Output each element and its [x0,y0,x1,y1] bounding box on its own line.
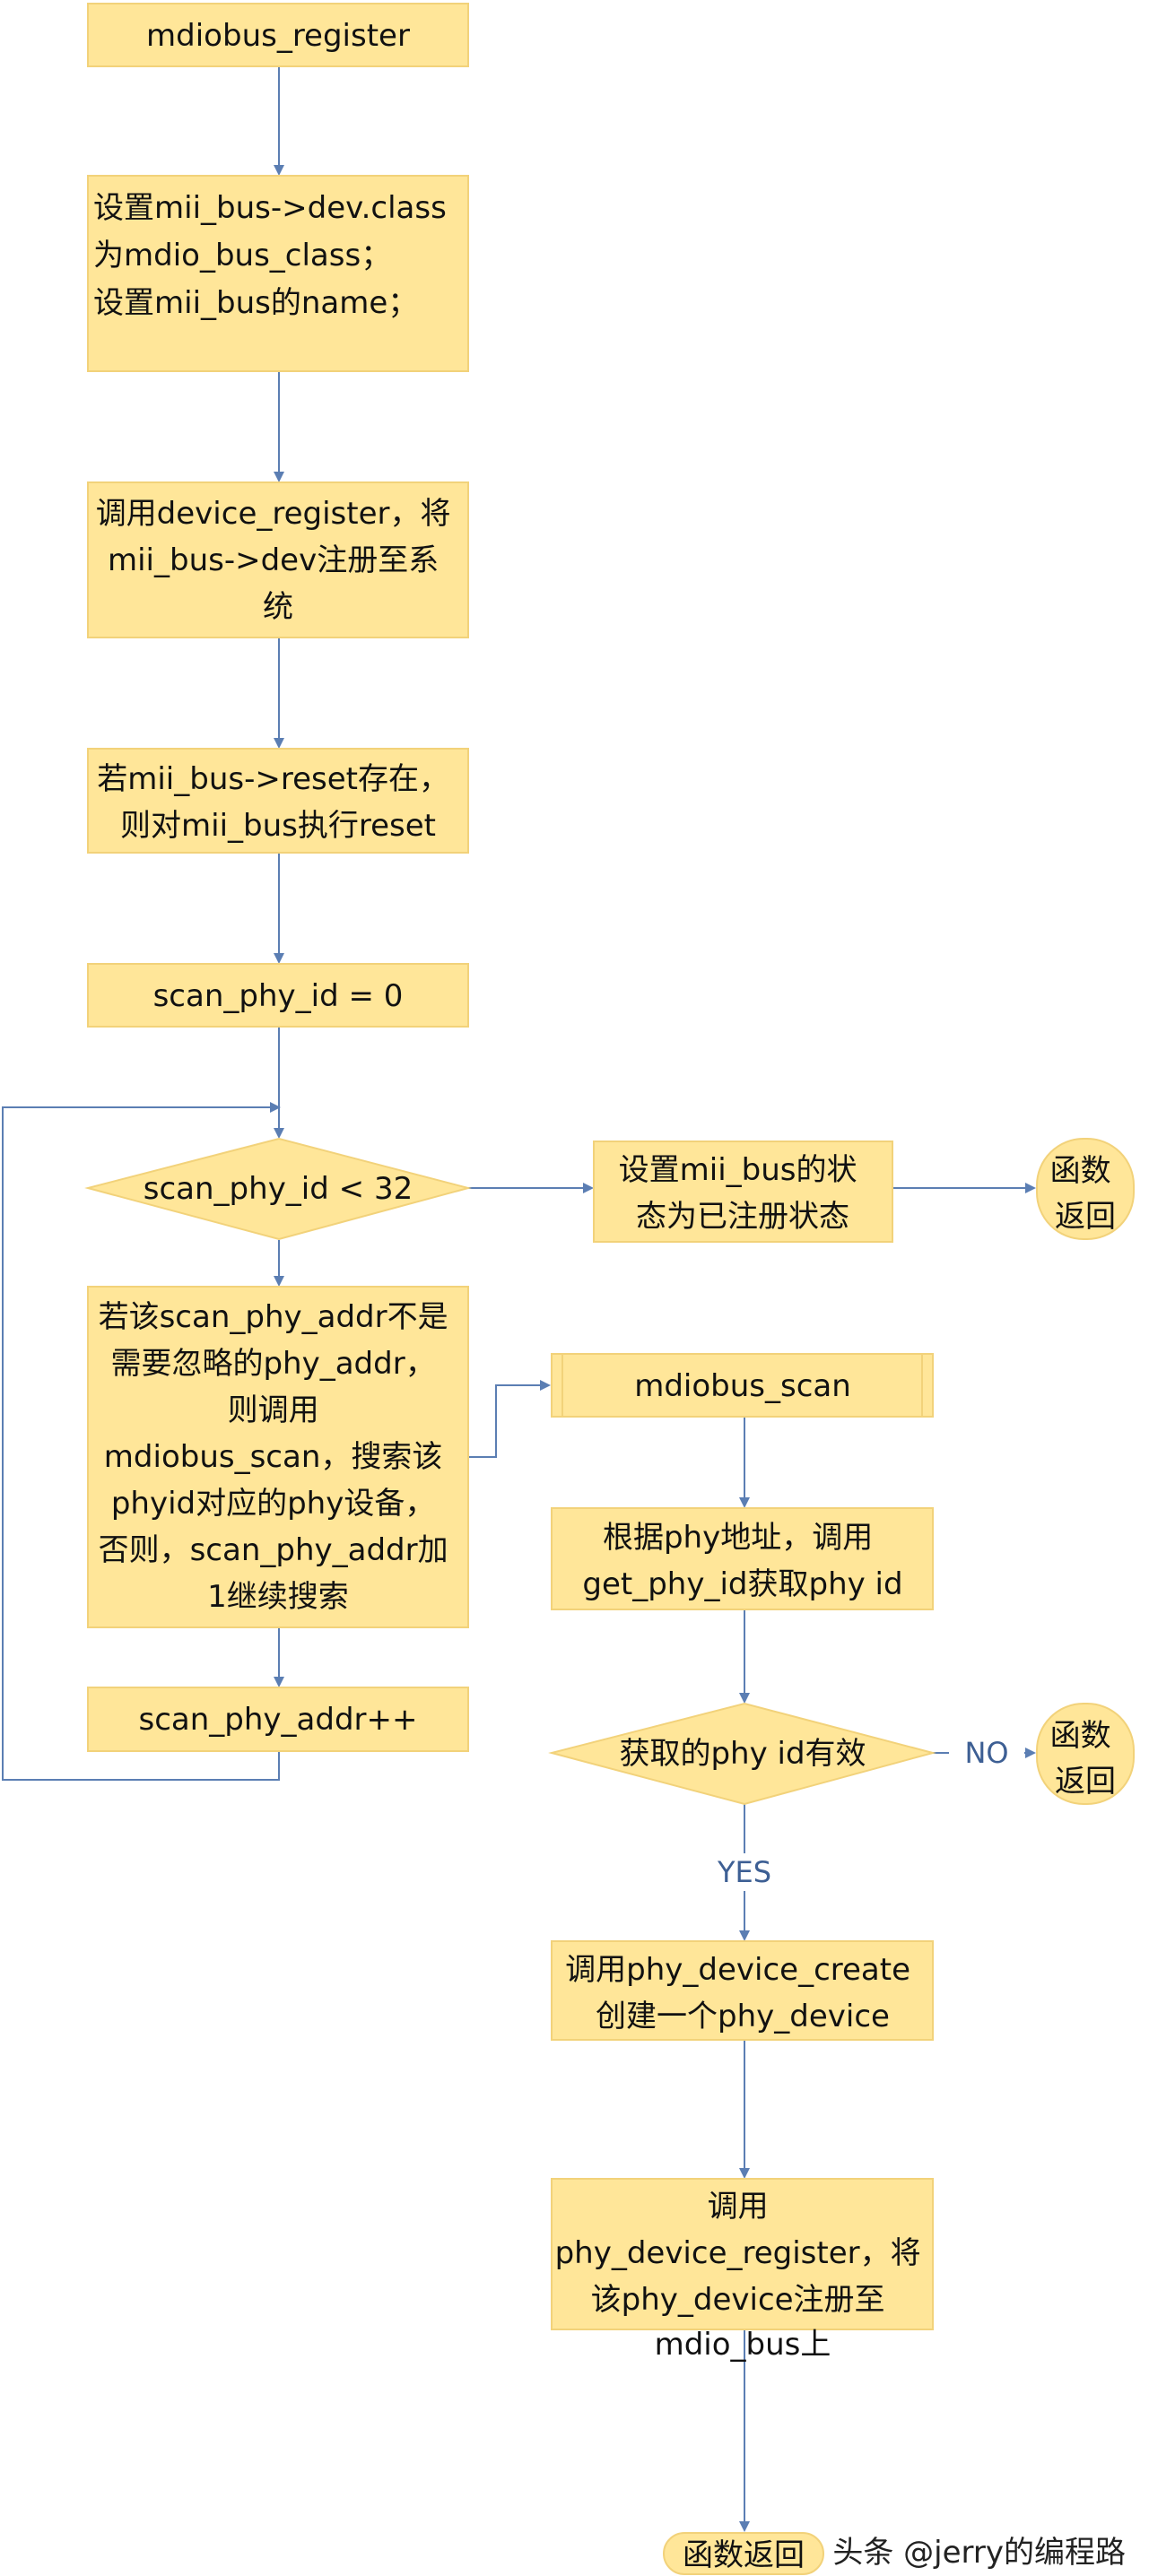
node-text-line: 该phy_device注册至 [591,2282,885,2318]
svg-text:获取的phy id有效: 获取的phy id有效 [619,1736,866,1772]
node-text-line: phy_device_register，将 [555,2235,921,2271]
svg-text:调用 phy_device_register，将: 调用 phy_device_register，将 该phy_device注册至 … [555,2189,931,2363]
node-text-line: mdiobus_register [146,18,410,54]
node-text-line: 返回 [1055,1199,1116,1235]
node-return-1: 函数 返回 [1036,1138,1135,1240]
node-text-line: 需要忽略的phy_addr， [110,1346,435,1382]
svg-text:设置mii_bus->dev.class 为md: 设置mii_bus->dev.class 为mdio_bus_class； 设置… [93,190,457,321]
node-mdiobus-scan: mdiobus_scan [551,1353,934,1418]
node-text-line: scan_phy_addr++ [139,1702,418,1738]
node-text-line: 调用device_register，将 [96,496,451,532]
svg-text:scan_phy_addr++: scan_phy_addr++ [139,1702,418,1738]
svg-text:scan_phy_id < 32: scan_phy_id < 32 [144,1171,413,1207]
node-mdiobus-register: mdiobus_register [87,3,469,67]
node-text-line: scan_phy_id = 0 [153,978,404,1014]
svg-text:函数 返回: 函数 返回 [1050,1718,1121,1800]
node-text-line: scan_phy_id < 32 [144,1171,413,1207]
node-init-scan-id: scan_phy_id = 0 [87,963,469,1028]
node-text-line: 态为已注册状态 [636,1199,849,1235]
edge-loop-back [2,1102,281,1781]
svg-text:NO: NO [964,1736,1008,1770]
node-text-line: 设置mii_bus的状 [619,1152,857,1188]
node-increment: scan_phy_addr++ [87,1687,469,1752]
node-get-phy-id: 根据phy地址，调用 get_phy_id获取phy id [551,1507,934,1610]
node-text-line: 若mii_bus->reset存在， [97,761,449,797]
svg-text:调用phy_device_create 创建一个: 调用phy_device_create 创建一个phy_device [565,1952,920,2034]
svg-text:根据phy地址，调用 get_phy_id获取p: 根据phy地址，调用 get_phy_id获取phy id [582,1520,902,1602]
node-text-line: 函数 [1050,1153,1111,1189]
node-device-register: 调用device_register，将 mii_bus->dev注册至系 统 [87,481,469,638]
node-text-line: 函数返回 [683,2537,805,2573]
node-loop-condition: scan_phy_id < 32 [84,1137,472,1241]
node-text-line: mdiobus_scan [634,1368,851,1404]
node-text-line: phyid对应的phy设备， [111,1486,436,1522]
node-phy-id-valid: 获取的phy id有效 [548,1702,936,1806]
svg-text:函数返回: 函数返回 [683,2537,805,2573]
node-text-line: 为mdio_bus_class； [93,238,391,273]
node-phy-device-register: 调用 phy_device_register，将 该phy_device注册至 … [551,2178,934,2363]
edge-label-no: NO [949,1735,1024,1771]
node-text-line: 调用phy_device_create [565,1952,910,1988]
svg-text:YES: YES [717,1855,771,1889]
edge-label-yes: YES [703,1853,786,1891]
node-return-2: 函数 返回 [1036,1703,1135,1805]
node-text-line: mdiobus_scan，搜索该 [104,1439,443,1475]
node-text-line: 1继续搜索 [207,1579,349,1615]
node-text-line: 返回 [1055,1764,1116,1800]
node-text-line: mdio_bus上 [655,2327,831,2363]
svg-text:mdiobus_register: mdiobus_register [146,18,410,54]
node-text-line: 则对mii_bus执行reset [120,808,436,844]
svg-text:若该scan_phy_addr不是 需要忽略的p: 若该scan_phy_addr不是 需要忽略的phy_addr， 则调用 mdi… [99,1299,458,1615]
node-text-line: 调用 [708,2189,769,2225]
node-text-line: 设置mii_bus的name； [93,285,418,321]
node-text-line: get_phy_id获取phy id [582,1566,902,1602]
node-phy-device-create: 调用phy_device_create 创建一个phy_device [551,1940,934,2041]
node-return-3: 函数返回 [663,2532,824,2575]
node-text-line: 若该scan_phy_addr不是 [99,1299,448,1335]
node-text-line: 创建一个phy_device [596,1999,890,2034]
node-scan-body: 若该scan_phy_addr不是 需要忽略的phy_addr， 则调用 mdi… [87,1286,469,1628]
node-set-registered: 设置mii_bus的状 态为已注册状态 [593,1141,893,1243]
svg-text:scan_phy_id = 0: scan_phy_id = 0 [153,978,404,1014]
svg-text:mdiobus_scan: mdiobus_scan [634,1368,851,1404]
svg-text:调用device_register，将 mii_: 调用device_register，将 mii_bus->dev注册至系 统 [96,496,461,625]
watermark: 头条 @jerry的编程路 [832,2535,1126,2571]
svg-text:设置mii_bus的状 态为已注册状态: 设置mii_bus的状 态为已注册状态 [619,1152,867,1235]
node-text-line: 否则，scan_phy_addr加 [99,1532,448,1568]
node-text-line: 设置mii_bus->dev.class [93,190,447,226]
node-text-line: 获取的phy id有效 [619,1736,866,1772]
node-text-line: mii_bus->dev注册至系 [108,542,439,578]
edge-scan-body-to-mdiobus-scan [468,1380,551,1458]
node-text-line: 函数 [1050,1718,1111,1754]
node-text-line: 统 [263,589,293,625]
svg-text:函数 返回: 函数 返回 [1050,1153,1121,1235]
node-text-line: 根据phy地址，调用 [603,1520,873,1556]
svg-text:若mii_bus->reset存在， 则对mii: 若mii_bus->reset存在， 则对mii_bus执行reset [97,761,459,844]
node-reset: 若mii_bus->reset存在， 则对mii_bus执行reset [87,748,469,854]
node-set-class-name: 设置mii_bus->dev.class 为mdio_bus_class； 设置… [87,175,469,372]
node-text-line: 则调用 [228,1392,319,1428]
